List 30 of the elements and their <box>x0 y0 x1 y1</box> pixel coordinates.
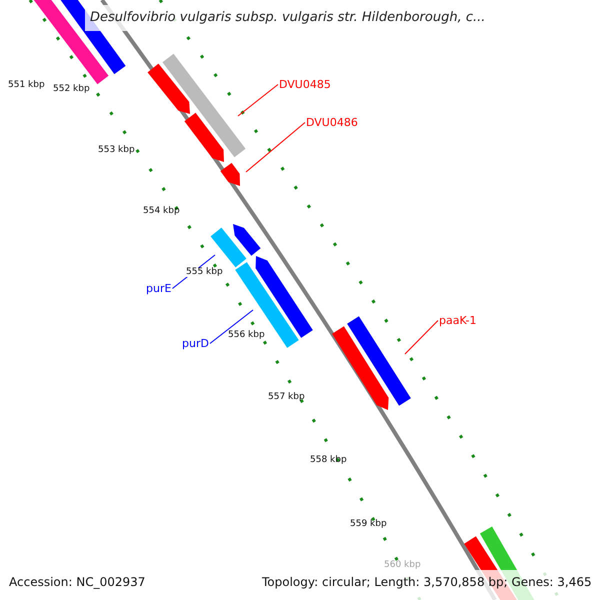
gene-label: DVU0486 <box>306 117 358 128</box>
gene-feature <box>184 112 224 162</box>
scale-label: 557 kbp <box>268 393 305 402</box>
gene-feature <box>233 224 261 256</box>
accession-text: Accession: NC_002937 <box>9 576 146 588</box>
leader-line <box>404 320 438 354</box>
scale-label: 554 kbp <box>143 207 180 216</box>
scale-label: 558 kbp <box>310 456 347 465</box>
gene-label: purE <box>146 283 172 294</box>
gene-label: purD <box>182 338 209 349</box>
gene-feature <box>148 64 190 114</box>
genome-title: Desulfovibrio vulgaris subsp. vulgaris str. Hildenborough, c... <box>90 11 486 24</box>
gene-feature <box>162 54 246 158</box>
gene-feature <box>210 228 246 268</box>
gene-feature <box>347 316 411 406</box>
gene-feature <box>220 162 240 186</box>
leader-line <box>238 84 278 116</box>
leader-line <box>246 122 306 172</box>
genome-summary-text: Topology: circular; Length: 3,570,858 bp; Genes: 3,465 <box>262 576 592 588</box>
scale-label: 555 kbp <box>186 268 223 277</box>
scale-label: 560 kbp <box>384 561 421 570</box>
scale-label: 559 kbp <box>350 520 387 529</box>
scale-label: 556 kbp <box>228 331 265 340</box>
scale-label: 553 kbp <box>98 146 135 155</box>
leader-line <box>209 310 254 344</box>
scale-label: 551 kbp <box>8 81 45 90</box>
gene-label: DVU0485 <box>279 79 331 90</box>
scale-label: 552 kbp <box>53 85 90 94</box>
gene-label: paaK-1 <box>439 315 476 326</box>
gene-feature <box>332 326 389 410</box>
